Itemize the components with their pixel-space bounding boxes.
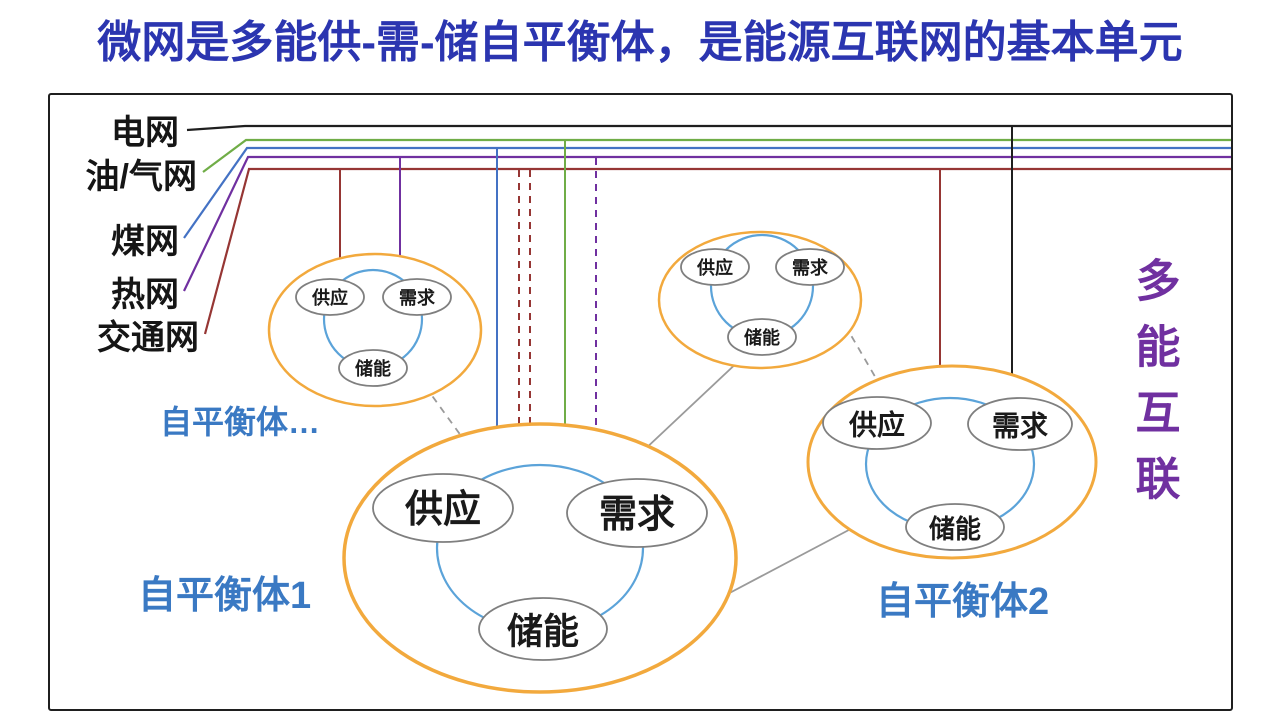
node-supply-label: 供应 <box>848 409 905 441</box>
side-char-1: 多 <box>1135 256 1180 307</box>
node-demand-label: 需求 <box>599 494 675 536</box>
network-line-oil-gas <box>202 138 1231 173</box>
node-supply-label: 供应 <box>405 489 481 531</box>
network-label-transport: 交通网 <box>97 318 199 357</box>
network-line-heat <box>183 155 1231 292</box>
node-demand-label: 需求 <box>992 411 1048 442</box>
node-demand <box>967 397 1073 451</box>
side-char-3: 互 <box>1135 388 1180 439</box>
network-label-oil-gas: 油/气网 <box>86 158 197 196</box>
node-storage <box>478 597 608 661</box>
balancer-2-label: 自平衡体2 <box>876 581 1049 623</box>
side-label-multi-energy: 多 能 互 联 <box>1135 256 1180 505</box>
node-demand <box>382 278 452 316</box>
drop-lines <box>339 127 1013 447</box>
network-lines <box>183 124 1231 335</box>
node-demand <box>566 478 708 548</box>
cluster-balancer-1: 供应 需求 储能 <box>342 422 738 694</box>
network-line-transport <box>203 167 1231 335</box>
connector-top-to-1 <box>641 357 743 453</box>
node-supply <box>680 248 750 286</box>
side-char-2: 能 <box>1135 322 1180 373</box>
node-demand-label: 需求 <box>792 257 829 278</box>
node-storage-label: 储能 <box>507 611 579 652</box>
page-title: 微网是多能供-需-储自平衡体，是能源互联网的基本单元 <box>96 18 1182 67</box>
node-supply <box>295 278 365 316</box>
node-storage-label: 储能 <box>929 514 981 544</box>
balancer-1-label: 自平衡体1 <box>138 575 311 617</box>
network-line-coal <box>183 146 1231 239</box>
node-storage <box>905 503 1005 551</box>
cluster-balancer-2: 供应 需求 储能 <box>806 364 1098 560</box>
connector-1-to-2 <box>721 522 863 598</box>
node-supply-label: 供应 <box>311 287 348 308</box>
network-label-power-grid: 电网 <box>111 114 179 152</box>
node-storage <box>727 318 797 356</box>
network-label-heat: 热网 <box>111 276 179 314</box>
cluster-balancer-more: 供应 需求 储能 <box>267 252 483 408</box>
balancer-more-label: 自平衡体… <box>160 404 320 440</box>
node-supply-label: 供应 <box>696 257 733 278</box>
node-supply <box>372 473 514 543</box>
node-storage-label: 储能 <box>743 327 780 348</box>
node-demand <box>775 248 845 286</box>
network-line-power-grid <box>186 124 1231 132</box>
node-supply <box>822 396 932 450</box>
node-storage <box>338 349 408 387</box>
cluster-balancer-top: 供应 需求 储能 <box>657 230 863 370</box>
side-char-4: 联 <box>1135 454 1180 505</box>
node-demand-label: 需求 <box>399 287 436 308</box>
node-storage-label: 储能 <box>354 358 391 379</box>
network-label-coal: 煤网 <box>111 223 179 261</box>
network-labels: 电网 油/气网 煤网 热网 交通网 <box>86 114 199 357</box>
